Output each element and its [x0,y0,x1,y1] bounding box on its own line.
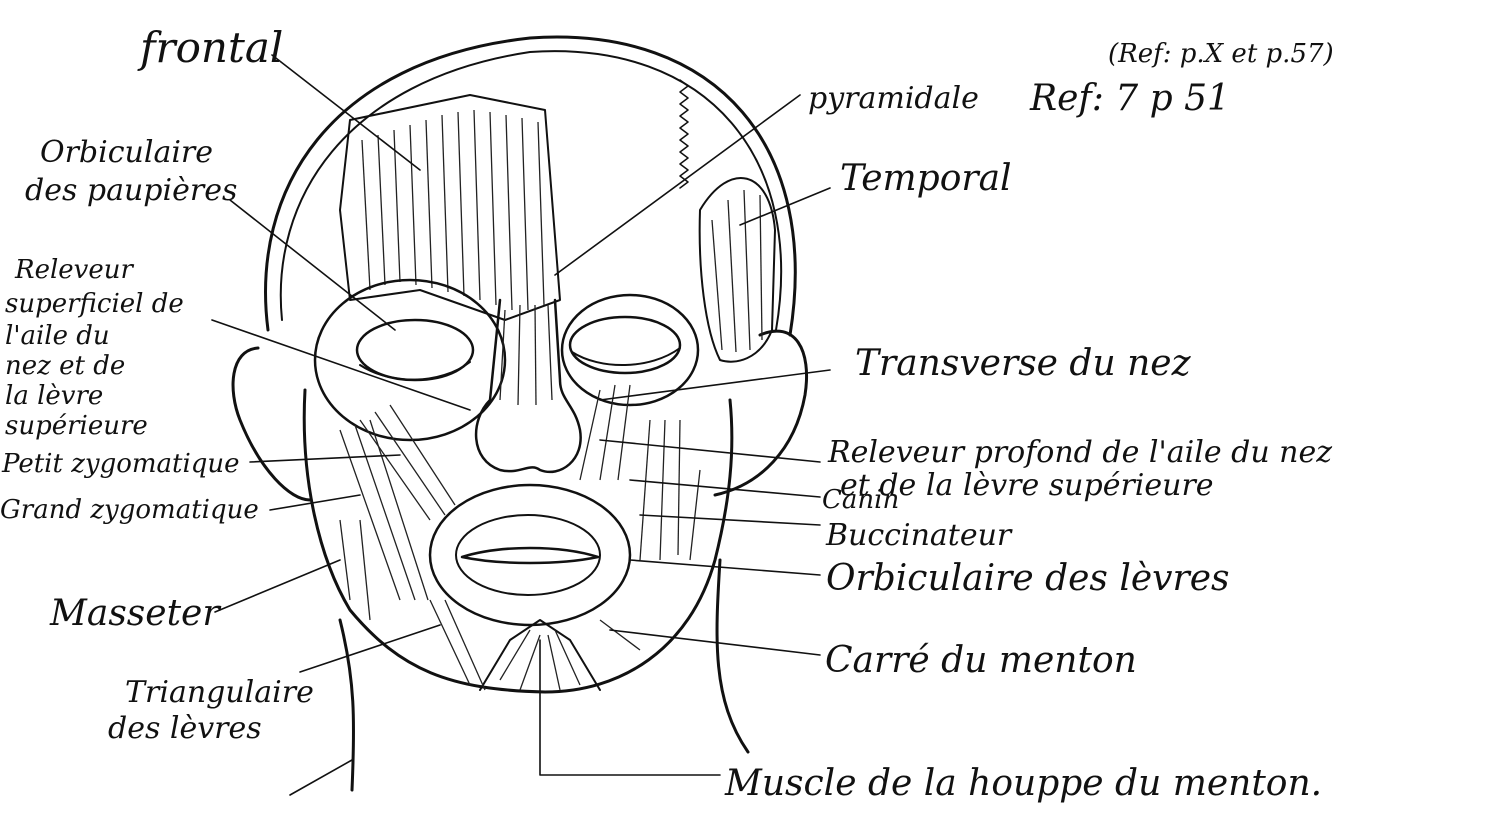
label-masseter: Masseter [49,593,221,634]
label-releveur-prof-1: Releveur profond de l'aile du nez [827,435,1332,470]
left-orbicularis-oculi [315,280,505,440]
right-ear [715,331,807,495]
cheek-muscles [340,385,700,620]
label-releveur-sup-3: l'aile du [5,321,110,351]
temporal-fibers [712,190,762,352]
label-releveur-sup-2: superficiel de [5,289,184,319]
lips-outer [456,515,600,595]
label-triangulaire-2: des lèvres [108,711,262,746]
label-triangulaire-1: Triangulaire [125,675,314,710]
label-frontal: frontal [137,23,283,72]
skull-inner-outline [281,51,781,330]
label-transverse: Transverse du nez [855,343,1192,384]
frontal-fibers [362,110,544,310]
label-temporal: Temporal [840,158,1012,199]
label-ref: Ref: 7 p 51 [1029,78,1230,119]
label-releveur-sup-5: la lèvre [5,381,103,411]
label-petit-zygo: Petit zygomatique [1,449,240,479]
cranial-suture [680,80,688,188]
label-canin: Canin [822,485,899,515]
left-ear [233,348,310,500]
label-ref-top: (Ref: p.X et p.57) [1108,39,1334,69]
right-eyelid [572,348,680,365]
label-pyramidal: pyramidale [808,81,979,116]
nose [476,300,581,472]
face-outline [304,390,732,692]
neck-left [340,620,354,790]
label-orbiculaire-paup-2: des paupières [25,173,237,208]
label-houppe: Muscle de la houppe du menton. [724,763,1322,804]
label-releveur-sup-4: nez et de [5,351,125,381]
neck-right [717,560,748,752]
label-releveur-sup-6: supérieure [5,411,148,441]
label-releveur-sup-1: Releveur [14,255,134,285]
label-carre: Carré du menton [825,640,1137,681]
label-orbiculaire-levres: Orbiculaire des lèvres [826,558,1230,599]
label-grand-zygo: Grand zygomatique [0,495,259,525]
chin-fibers [430,600,640,690]
label-buccinateur: Buccinateur [825,518,1013,553]
mouth-line [462,548,598,563]
label-orbiculaire-paup-1: Orbiculaire [40,135,213,170]
